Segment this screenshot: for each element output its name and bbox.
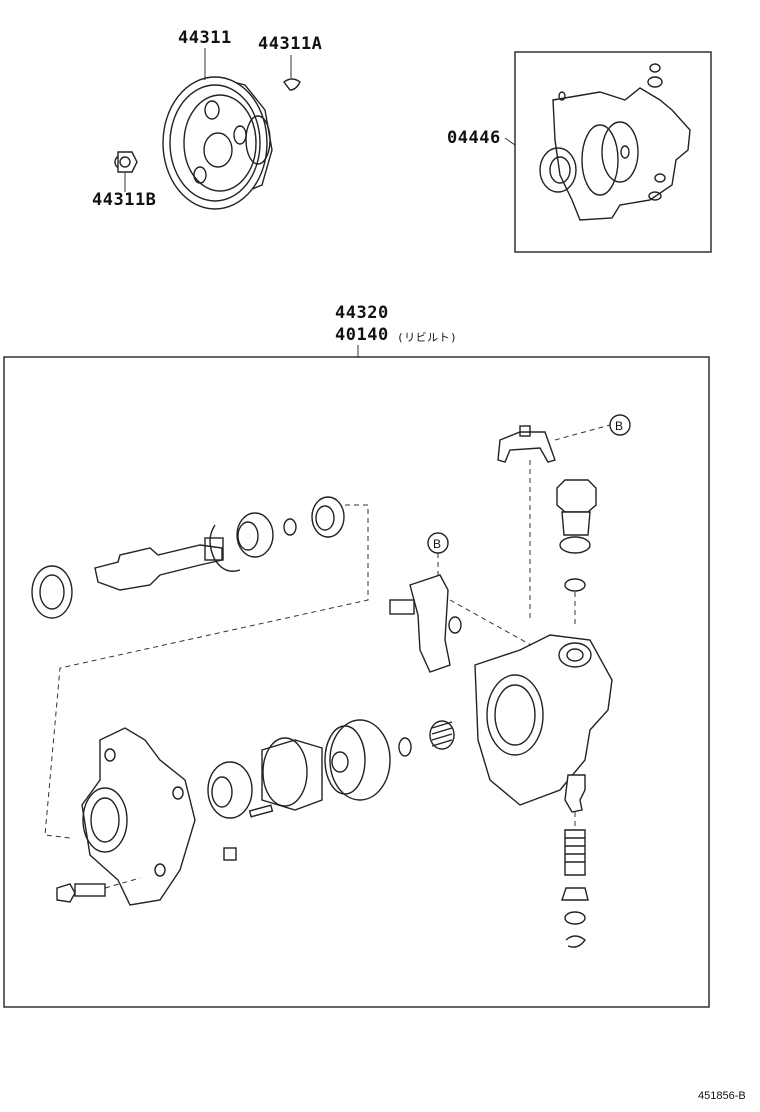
woodruff-key-part[interactable] xyxy=(283,55,301,91)
ref-b1-text: B xyxy=(615,419,623,433)
cam-ring-part[interactable] xyxy=(324,719,391,801)
o-ring-2-part[interactable] xyxy=(398,737,412,757)
spring-part[interactable] xyxy=(429,720,455,750)
pump-housing-part[interactable] xyxy=(474,634,613,806)
bracket-part[interactable] xyxy=(497,424,611,463)
label-rebuilt-note: (リビルト) xyxy=(397,331,458,344)
relief-valve-part[interactable] xyxy=(561,774,589,948)
bolt-part[interactable] xyxy=(56,883,106,903)
ref-circle-b1 xyxy=(609,414,631,436)
ring-part[interactable] xyxy=(283,518,297,536)
figure-code: 451856-B xyxy=(698,1090,746,1102)
label-rebuilt-pump: 40140 xyxy=(335,325,389,345)
gasket-kit-box[interactable] xyxy=(504,51,712,253)
snap-ring-part[interactable] xyxy=(209,524,241,572)
pulley-part[interactable] xyxy=(162,48,273,210)
pump-ring-part[interactable] xyxy=(261,737,323,811)
group-dashline xyxy=(44,504,369,839)
vane-part[interactable] xyxy=(223,847,237,861)
pump-assembly-box[interactable] xyxy=(3,356,710,1008)
front-cover-part[interactable] xyxy=(81,727,196,906)
label-gasket-kit: 04446 xyxy=(447,128,501,148)
label-nut: 44311B xyxy=(92,190,157,210)
bushing-part[interactable] xyxy=(311,496,345,538)
label-pulley: 44311 xyxy=(178,28,232,48)
rotor-part[interactable] xyxy=(207,761,274,819)
bearing-part[interactable] xyxy=(236,512,274,558)
o-ring-part[interactable] xyxy=(564,578,586,592)
ref-b2-text: B xyxy=(433,537,441,551)
suction-port-part[interactable] xyxy=(389,574,462,673)
label-key: 44311A xyxy=(258,34,323,54)
label-pump-assy: 44320 xyxy=(335,303,389,323)
union-fitting-part[interactable] xyxy=(556,479,597,554)
shaft-part[interactable] xyxy=(94,537,224,591)
nut-part[interactable] xyxy=(114,151,138,192)
oil-seal-part[interactable] xyxy=(31,565,73,619)
